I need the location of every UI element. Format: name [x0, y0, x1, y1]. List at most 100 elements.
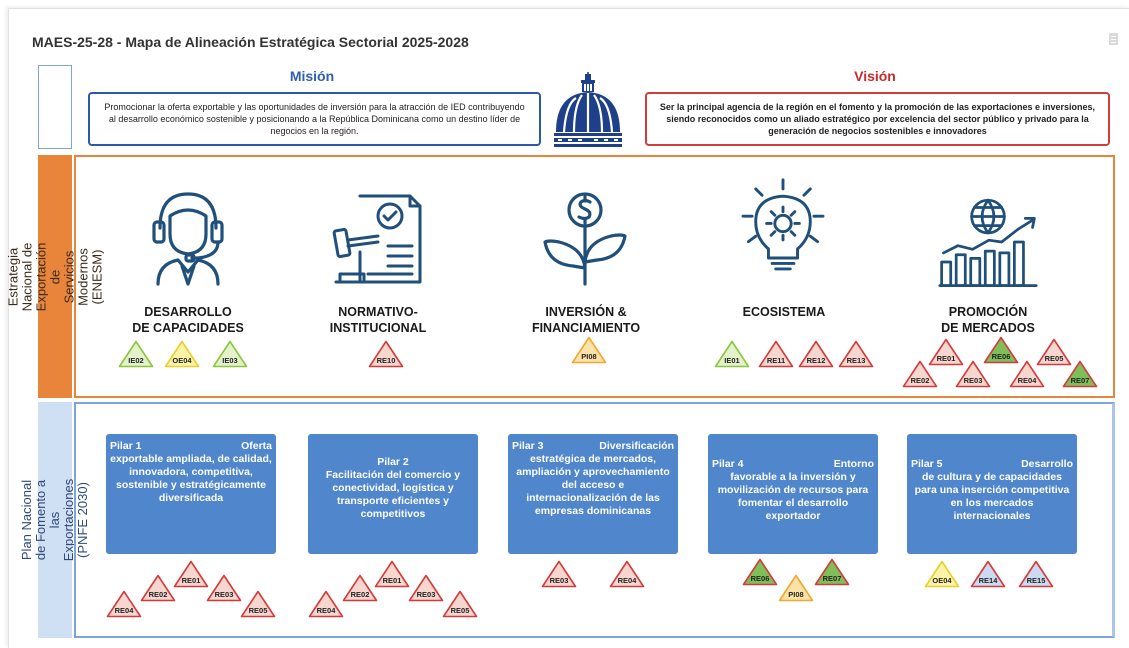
mission-title: Misión: [289, 68, 335, 84]
category-title-line1: INVERSIÓN &: [545, 305, 627, 319]
tag-triangle-re03: RE03: [206, 574, 242, 602]
tag-triangle-re05: RE05: [1036, 338, 1072, 366]
triangle-shape-icon: [408, 574, 444, 602]
tag-triangle-re07: RE07: [814, 558, 850, 586]
pillar-heading: Entorno: [833, 458, 874, 470]
triangle-shape-icon: [173, 560, 209, 588]
headset-agent-icon: [152, 192, 224, 286]
tag-triangle-ie02: IE02: [118, 340, 154, 368]
pnfe-panel: [74, 402, 1115, 638]
triangle-shape-icon: [838, 340, 874, 368]
tag-triangle-re13: RE13: [838, 340, 874, 368]
triangle-shape-icon: [240, 590, 276, 618]
tag-code-label: RE02: [910, 376, 930, 385]
triangle-shape-icon: [928, 338, 964, 366]
triangle-shape-icon: [342, 574, 378, 602]
tag-code-label: RE03: [214, 590, 234, 599]
tag-code-label: RE03: [416, 590, 436, 599]
tag-code-label: IE03: [222, 356, 238, 365]
tag-triangle-re15: RE15: [1018, 560, 1054, 588]
triangle-shape-icon: [442, 590, 478, 618]
tag-code-label: RE07: [822, 574, 842, 583]
triangle-shape-icon: [924, 560, 960, 588]
tag-code-label: PI08: [788, 590, 804, 599]
tag-code-label: IE01: [724, 356, 740, 365]
tag-triangle-re02: RE02: [342, 574, 378, 602]
category-title-line1: PROMOCIÓN: [948, 305, 1028, 319]
category-title-line1: NORMATIVO-: [338, 305, 418, 319]
triangle-shape-icon: [778, 574, 814, 602]
category-title-line2: INSTITUCIONAL: [329, 321, 427, 335]
tag-code-label: RE15: [1026, 576, 1046, 585]
tag-triangle-re06: RE06: [983, 336, 1019, 364]
tag-triangle-re05: RE05: [442, 590, 478, 618]
tag-triangle-oe04: OE04: [924, 560, 960, 588]
category-title-desarrollo: DESARROLLO DE CAPACIDADES: [128, 304, 248, 336]
triangle-shape-icon: [571, 336, 607, 364]
triangle-shape-icon: [902, 360, 938, 388]
triangle-shape-icon: [1009, 360, 1045, 388]
triangle-shape-icon: [374, 560, 410, 588]
triangle-shape-icon: [541, 560, 577, 588]
tag-code-label: RE12: [806, 356, 826, 365]
tag-triangle-re04: RE04: [106, 590, 142, 618]
tag-code-label: RE02: [148, 590, 168, 599]
triangle-shape-icon: [955, 360, 991, 388]
category-title-line2: FINANCIAMIENTO: [531, 321, 641, 335]
tag-triangle-re03: RE03: [541, 560, 577, 588]
tag-code-label: RE13: [846, 356, 866, 365]
triangle-shape-icon: [212, 340, 248, 368]
triangle-shape-icon: [1018, 560, 1054, 588]
pillar-number: Pilar 2: [377, 456, 409, 468]
globe-growth-chart-icon: [938, 198, 1038, 287]
header-row-label-cell: [38, 65, 72, 149]
tag-code-label: OE04: [172, 356, 192, 365]
tag-triangle-re04: RE04: [308, 590, 344, 618]
pillar-body: exportable ampliada, de calidad, innovad…: [110, 453, 272, 504]
category-title-line2: DE CAPACIDADES: [132, 321, 244, 335]
tag-triangle-re03: RE03: [408, 574, 444, 602]
pillar-heading: Desarrollo: [1021, 458, 1073, 470]
tag-code-label: RE14: [978, 576, 998, 585]
mission-box: Promocionar la oferta exportable y las o…: [88, 92, 541, 146]
tag-code-label: RE04: [114, 606, 134, 615]
tag-triangle-re02: RE02: [140, 574, 176, 602]
tag-code-label: RE05: [248, 606, 268, 615]
triangle-shape-icon: [970, 560, 1006, 588]
tag-code-label: RE06: [750, 574, 770, 583]
tag-code-label: RE11: [766, 356, 786, 365]
tag-code-label: PI08: [581, 352, 597, 361]
triangle-shape-icon: [983, 336, 1019, 364]
mission-text: Promocionar la oferta exportable y las o…: [104, 102, 525, 136]
tag-code-label: RE02: [350, 590, 370, 599]
pillar-heading: Oferta: [241, 440, 272, 452]
enesm-panel: [74, 155, 1115, 398]
tag-triangle-re05: RE05: [240, 590, 276, 618]
triangle-shape-icon: [742, 558, 778, 586]
pillar-2-card: Pilar 2 Facilitación del comercio y cone…: [308, 434, 478, 554]
category-title-promocion: PROMOCIÓN DE MERCADOS: [928, 304, 1048, 336]
triangle-shape-icon: [758, 340, 794, 368]
vision-title: Visión: [854, 68, 896, 84]
tag-triangle-re01: RE01: [374, 560, 410, 588]
tag-triangle-re07: RE07: [1062, 360, 1098, 388]
tag-code-label: IE02: [128, 356, 144, 365]
triangle-shape-icon: [1062, 360, 1098, 388]
tag-triangle-pi08: PI08: [778, 574, 814, 602]
tag-code-label: RE06: [991, 352, 1011, 361]
triangle-shape-icon: [118, 340, 154, 368]
triangle-shape-icon: [714, 340, 750, 368]
triangle-shape-icon: [140, 574, 176, 602]
triangle-shape-icon: [814, 558, 850, 586]
tag-triangle-re12: RE12: [798, 340, 834, 368]
pillar-heading: Diversificación: [599, 440, 674, 452]
document-icon[interactable]: [1109, 33, 1118, 45]
lightbulb-gear-icon: [741, 178, 825, 271]
triangle-shape-icon: [106, 590, 142, 618]
tag-code-label: RE03: [549, 576, 569, 585]
tag-code-label: RE01: [181, 576, 201, 585]
tag-code-label: RE05: [450, 606, 470, 615]
